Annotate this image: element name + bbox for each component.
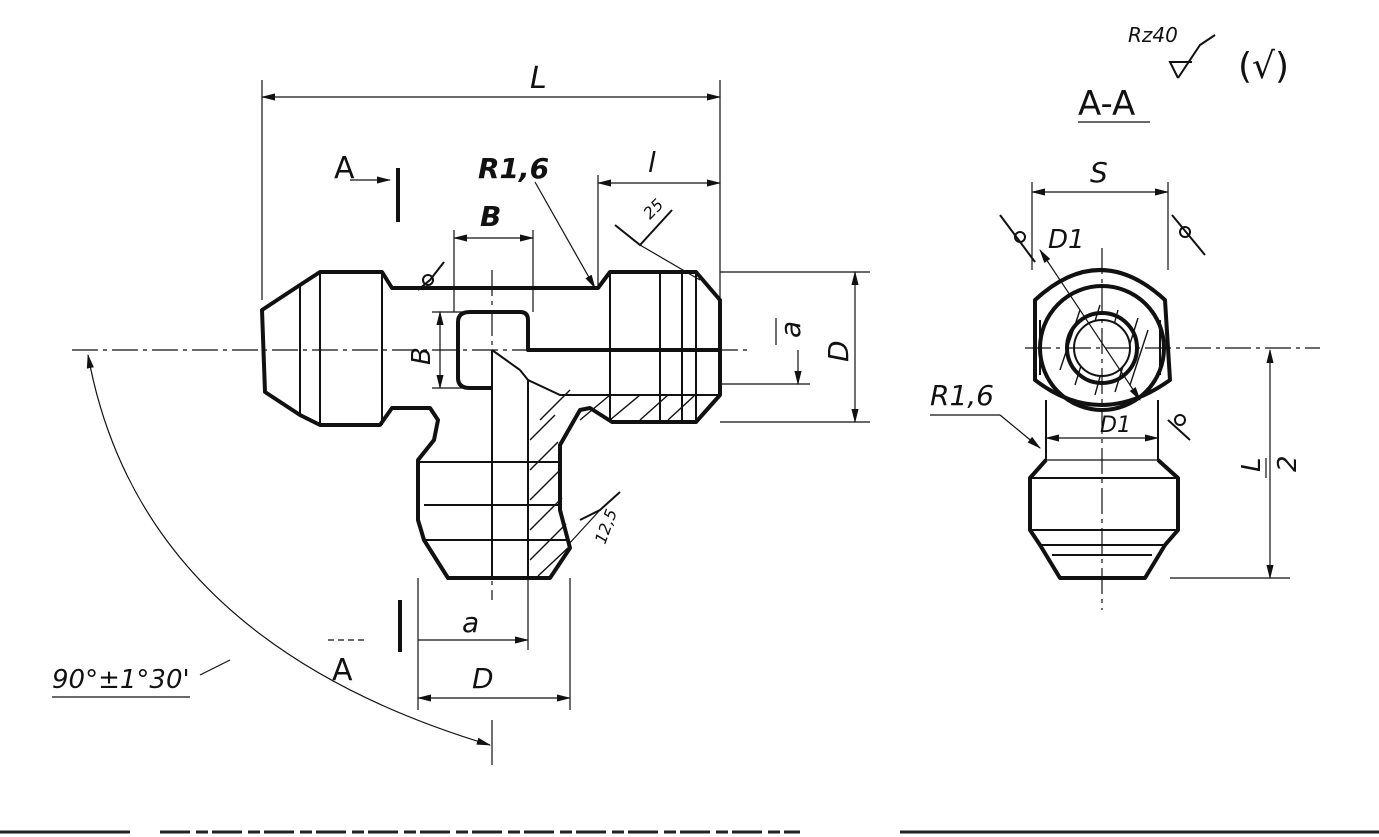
roughness-symbol-left bbox=[417, 261, 445, 291]
dim-line-D1-top bbox=[1039, 249, 1141, 401]
dim-label-L: L bbox=[530, 61, 547, 96]
roughness-symbol-25: 25 bbox=[614, 195, 701, 281]
roughness-general-label: Rz40 bbox=[1128, 23, 1178, 47]
radius-label-section: R1,6 bbox=[930, 379, 994, 412]
roughness-symbol-125: 12,5 bbox=[567, 491, 621, 546]
dim-label-D-bottom: D bbox=[472, 662, 494, 695]
section-view-A-A: A-A Rz40 (√) S bbox=[930, 23, 1320, 610]
section-title: A-A bbox=[1078, 84, 1135, 124]
dim-label-B-top: B bbox=[480, 200, 501, 233]
dim-label-D1-bottom: D1 bbox=[1100, 413, 1131, 438]
section-hatching bbox=[529, 389, 695, 577]
dim-label-D-right: D bbox=[822, 340, 855, 362]
roughness-general-symbol bbox=[1177, 34, 1216, 79]
roughness-check-label: (√) bbox=[1238, 46, 1289, 87]
dim-label-l: l bbox=[648, 146, 656, 179]
radius-leader-section bbox=[999, 414, 1041, 449]
angle-arc bbox=[86, 353, 492, 746]
dim-label-D1-top: D1 bbox=[1048, 225, 1085, 255]
dim-label-a-bottom: a bbox=[462, 606, 479, 639]
branch-outline bbox=[1028, 458, 1180, 580]
radius-label-front: R1,6 bbox=[478, 152, 549, 185]
front-view: L l B B R1,6 A A a D bbox=[52, 61, 870, 765]
dim-label-L-half-num: L bbox=[1237, 458, 1267, 473]
section-mark-top: A bbox=[334, 151, 355, 186]
roughness-mark-left bbox=[999, 214, 1036, 263]
angle-label: 90°±1°30' bbox=[52, 665, 190, 695]
dim-label-B-side: B bbox=[407, 347, 437, 365]
dim-label-a-right: a bbox=[774, 321, 807, 338]
radius-leader-front bbox=[534, 181, 596, 290]
roughness-mark-lower bbox=[1167, 419, 1191, 441]
dim-label-S: S bbox=[1090, 156, 1108, 189]
dim-label-L-half-den: 2 bbox=[1273, 455, 1303, 472]
